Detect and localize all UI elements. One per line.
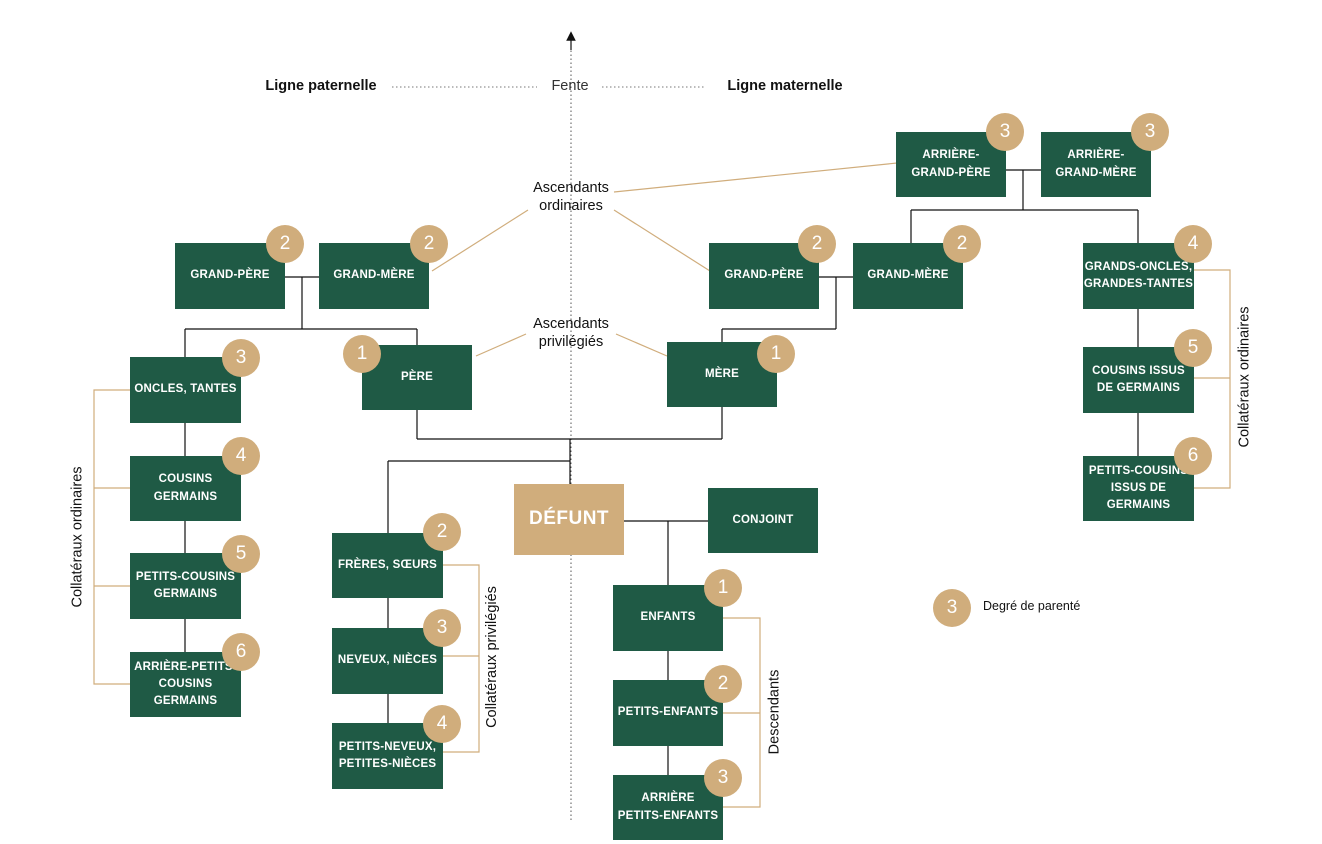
box-cousins-issus-de-germains: COUSINS ISSUS DE GERMAINS — [1083, 347, 1194, 413]
degree-badge: 1 — [757, 335, 795, 373]
box-arriere-petits-cousins-germains: ARRIÈRE-PETITS- COUSINS GERMAINS — [130, 652, 241, 717]
box-grand-mere-maternelle: GRAND-MÈRE — [853, 243, 963, 309]
box-petits-neveux: PETITS-NEVEUX, PETITES-NIÈCES — [332, 723, 443, 789]
degree-badge: 2 — [798, 225, 836, 263]
box-arriere-petits-enfants: ARRIÈRE PETITS-ENFANTS — [613, 775, 723, 840]
degree-badge: 5 — [1174, 329, 1212, 367]
degree-badge: 4 — [1174, 225, 1212, 263]
box-defunt: DÉFUNT — [514, 484, 624, 555]
degree-badge: 1 — [343, 335, 381, 373]
degree-badge: 3 — [704, 759, 742, 797]
box-grand-mere-paternelle: GRAND-MÈRE — [319, 243, 429, 309]
box-enfants: ENFANTS — [613, 585, 723, 651]
ascendants-privilegies-label: Ascendants privilégiés — [533, 316, 609, 351]
box-conjoint: CONJOINT — [708, 488, 818, 553]
box-oncles-tantes: ONCLES, TANTES — [130, 357, 241, 423]
degree-badge: 4 — [423, 705, 461, 743]
box-arriere-grand-mere: ARRIÈRE- GRAND-MÈRE — [1041, 132, 1151, 197]
maternal-line-label: Ligne maternelle — [727, 78, 843, 94]
paternal-line-label: Ligne paternelle — [265, 78, 377, 94]
degree-badge: 3 — [1131, 113, 1169, 151]
degree-badge: 4 — [222, 437, 260, 475]
degree-badge: 6 — [1174, 437, 1212, 475]
box-cousins-germains: COUSINS GERMAINS — [130, 456, 241, 521]
degree-badge: 2 — [410, 225, 448, 263]
degree-badge: 3 — [423, 609, 461, 647]
box-petits-cousins-issus-de-germains: PETITS-COUSINS ISSUS DE GERMAINS — [1083, 456, 1194, 521]
degree-badge: 1 — [704, 569, 742, 607]
box-freres-soeurs: FRÈRES, SŒURS — [332, 533, 443, 598]
degree-badge: 6 — [222, 633, 260, 671]
legend-degree-badge: 3 — [933, 589, 971, 627]
degree-badge: 2 — [423, 513, 461, 551]
legend-text: Degré de parenté — [983, 599, 1081, 613]
box-petits-cousins-germains: PETITS-COUSINS GERMAINS — [130, 553, 241, 619]
box-arriere-grand-pere: ARRIÈRE- GRAND-PÈRE — [896, 132, 1006, 197]
degree-badge: 3 — [222, 339, 260, 377]
degree-badge: 2 — [943, 225, 981, 263]
degree-badge: 2 — [704, 665, 742, 703]
ascendants-ordinaires-label: Ascendants ordinaires — [533, 180, 609, 215]
degree-badge: 5 — [222, 535, 260, 573]
degree-badge: 2 — [266, 225, 304, 263]
box-neveux-nieces: NEVEUX, NIÈCES — [332, 628, 443, 694]
box-grands-oncles: GRANDS-ONCLES, GRANDES-TANTES — [1083, 243, 1194, 309]
box-grand-pere-paternel: GRAND-PÈRE — [175, 243, 285, 309]
fente-label: Fente — [551, 78, 589, 94]
degree-badge: 3 — [986, 113, 1024, 151]
